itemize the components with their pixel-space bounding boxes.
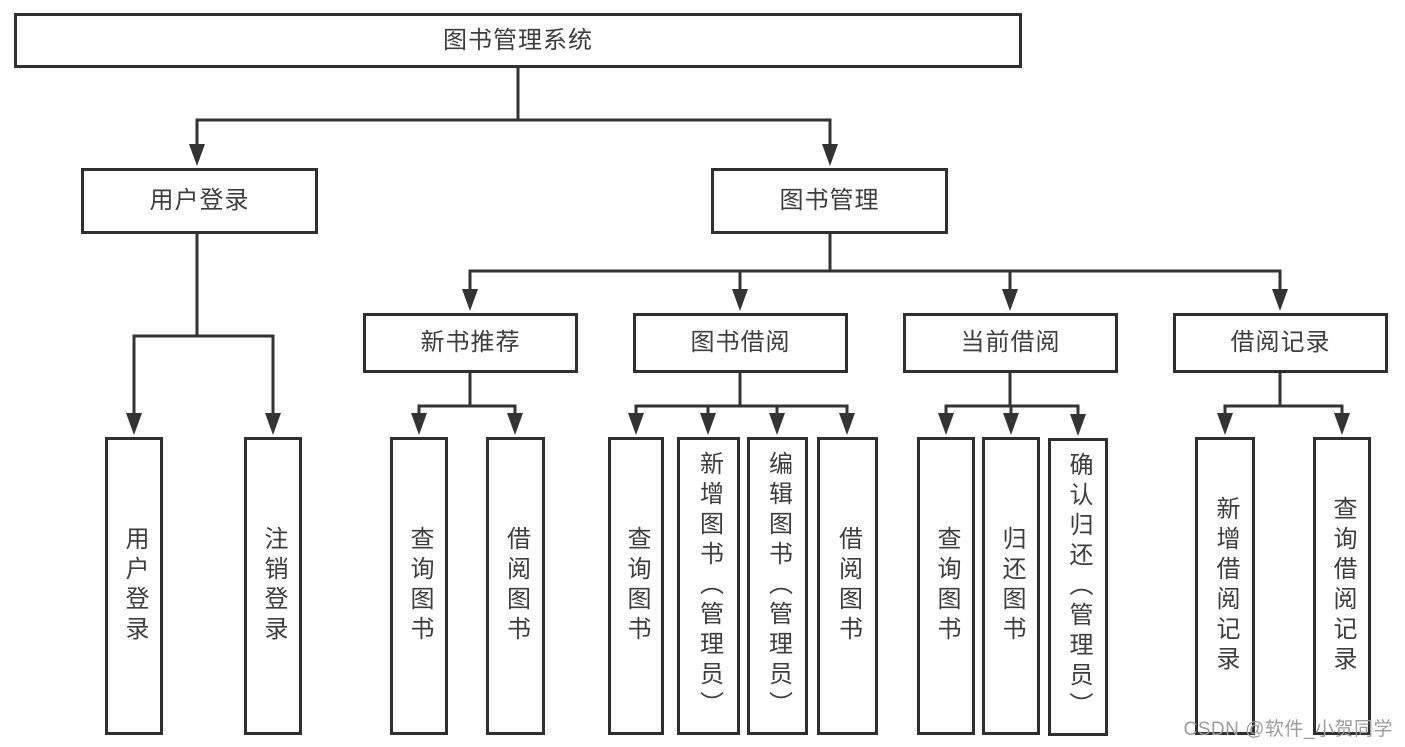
- node-leaf-add-book-admin: 新增图书（管理员）: [677, 437, 740, 735]
- arrowhead-icon-root-0: [189, 144, 205, 166]
- node-leaf-query-borrow-record: 查询借阅记录: [1313, 437, 1371, 735]
- node-book-management: 图书管理: [711, 168, 948, 234]
- node-leaf-borrow-book-2: 借阅图书: [817, 437, 878, 735]
- node-leaf-return-book: 归还图书: [982, 437, 1040, 735]
- node-leaf-user-login: 用户登录: [105, 437, 163, 735]
- node-leaf-edit-book-admin: 编辑图书（管理员）: [747, 437, 808, 735]
- node-borrowing-records: 借阅记录: [1173, 313, 1388, 373]
- arrowhead-icon-book-borrowing-0: [628, 413, 644, 435]
- node-label-leaf-edit-book-admin: 编辑图书（管理员）: [764, 451, 792, 721]
- node-label-leaf-logout: 注销登录: [260, 526, 287, 646]
- node-label-borrowing-records: 借阅记录: [1230, 329, 1331, 356]
- arrowhead-icon-book-management-3: [1272, 289, 1288, 311]
- node-leaf-query-book-3: 查询图书: [917, 437, 975, 735]
- node-label-user-login: 用户登录: [149, 187, 250, 214]
- node-user-login: 用户登录: [81, 168, 318, 234]
- arrowhead-icon-book-management-1: [732, 289, 748, 311]
- node-new-book-recommend: 新书推荐: [363, 313, 578, 373]
- node-label-leaf-query-book-2: 查询图书: [623, 526, 650, 646]
- node-label-leaf-borrow-book-2: 借阅图书: [834, 526, 862, 646]
- node-leaf-query-book-2: 查询图书: [608, 437, 664, 735]
- node-label-new-book-recommend: 新书推荐: [420, 329, 521, 356]
- node-label-leaf-query-book-3: 查询图书: [933, 526, 960, 646]
- arrowhead-icon-new-book-recommend-1: [507, 413, 523, 435]
- node-book-borrowing: 图书借阅: [633, 313, 848, 373]
- arrowhead-icon-current-borrowing-1: [1003, 413, 1019, 435]
- node-root: 图书管理系统: [14, 13, 1022, 68]
- arrowhead-icon-book-management-0: [462, 289, 478, 311]
- node-leaf-query-book-1: 查询图书: [390, 437, 448, 735]
- node-label-leaf-query-book-1: 查询图书: [406, 526, 433, 646]
- arrowhead-icon-book-borrowing-1: [700, 413, 716, 435]
- arrowhead-icon-new-book-recommend-0: [411, 413, 427, 435]
- arrowhead-icon-user-login-1: [265, 413, 281, 435]
- node-label-leaf-return-book: 归还图书: [998, 526, 1025, 646]
- node-leaf-borrow-book-1: 借阅图书: [486, 437, 545, 735]
- arrowhead-icon-current-borrowing-0: [938, 413, 954, 435]
- node-leaf-logout: 注销登录: [244, 437, 302, 735]
- arrowhead-icon-book-borrowing-3: [839, 413, 855, 435]
- node-label-leaf-query-borrow-record: 查询借阅记录: [1329, 496, 1356, 676]
- arrowhead-icon-root-1: [822, 144, 838, 166]
- node-label-leaf-add-book-admin: 新增图书（管理员）: [695, 451, 723, 721]
- arrowhead-icon-borrowing-records-1: [1334, 413, 1350, 435]
- arrowhead-icon-book-borrowing-2: [769, 413, 785, 435]
- node-leaf-add-borrow-record: 新增借阅记录: [1195, 437, 1255, 735]
- arrowhead-icon-user-login-0: [126, 413, 142, 435]
- node-label-leaf-user-login: 用户登录: [121, 526, 148, 646]
- node-label-root: 图书管理系统: [443, 26, 593, 54]
- arrowhead-icon-current-borrowing-2: [1070, 414, 1086, 436]
- watermark: CSDN @软件_小贺同学: [1183, 719, 1393, 740]
- node-label-book-borrowing: 图书借阅: [690, 329, 791, 356]
- node-label-leaf-confirm-return-admin: 确认归还（管理员）: [1065, 452, 1092, 722]
- arrowhead-icon-borrowing-records-0: [1217, 413, 1233, 435]
- node-label-leaf-add-borrow-record: 新增借阅记录: [1212, 496, 1239, 676]
- node-label-book-management: 图书管理: [779, 187, 880, 214]
- node-leaf-confirm-return-admin: 确认归还（管理员）: [1048, 438, 1108, 736]
- node-label-leaf-borrow-book-1: 借阅图书: [502, 526, 530, 646]
- node-current-borrowing: 当前借阅: [903, 313, 1118, 373]
- node-label-current-borrowing: 当前借阅: [960, 329, 1061, 356]
- arrowhead-icon-book-management-2: [1002, 289, 1018, 311]
